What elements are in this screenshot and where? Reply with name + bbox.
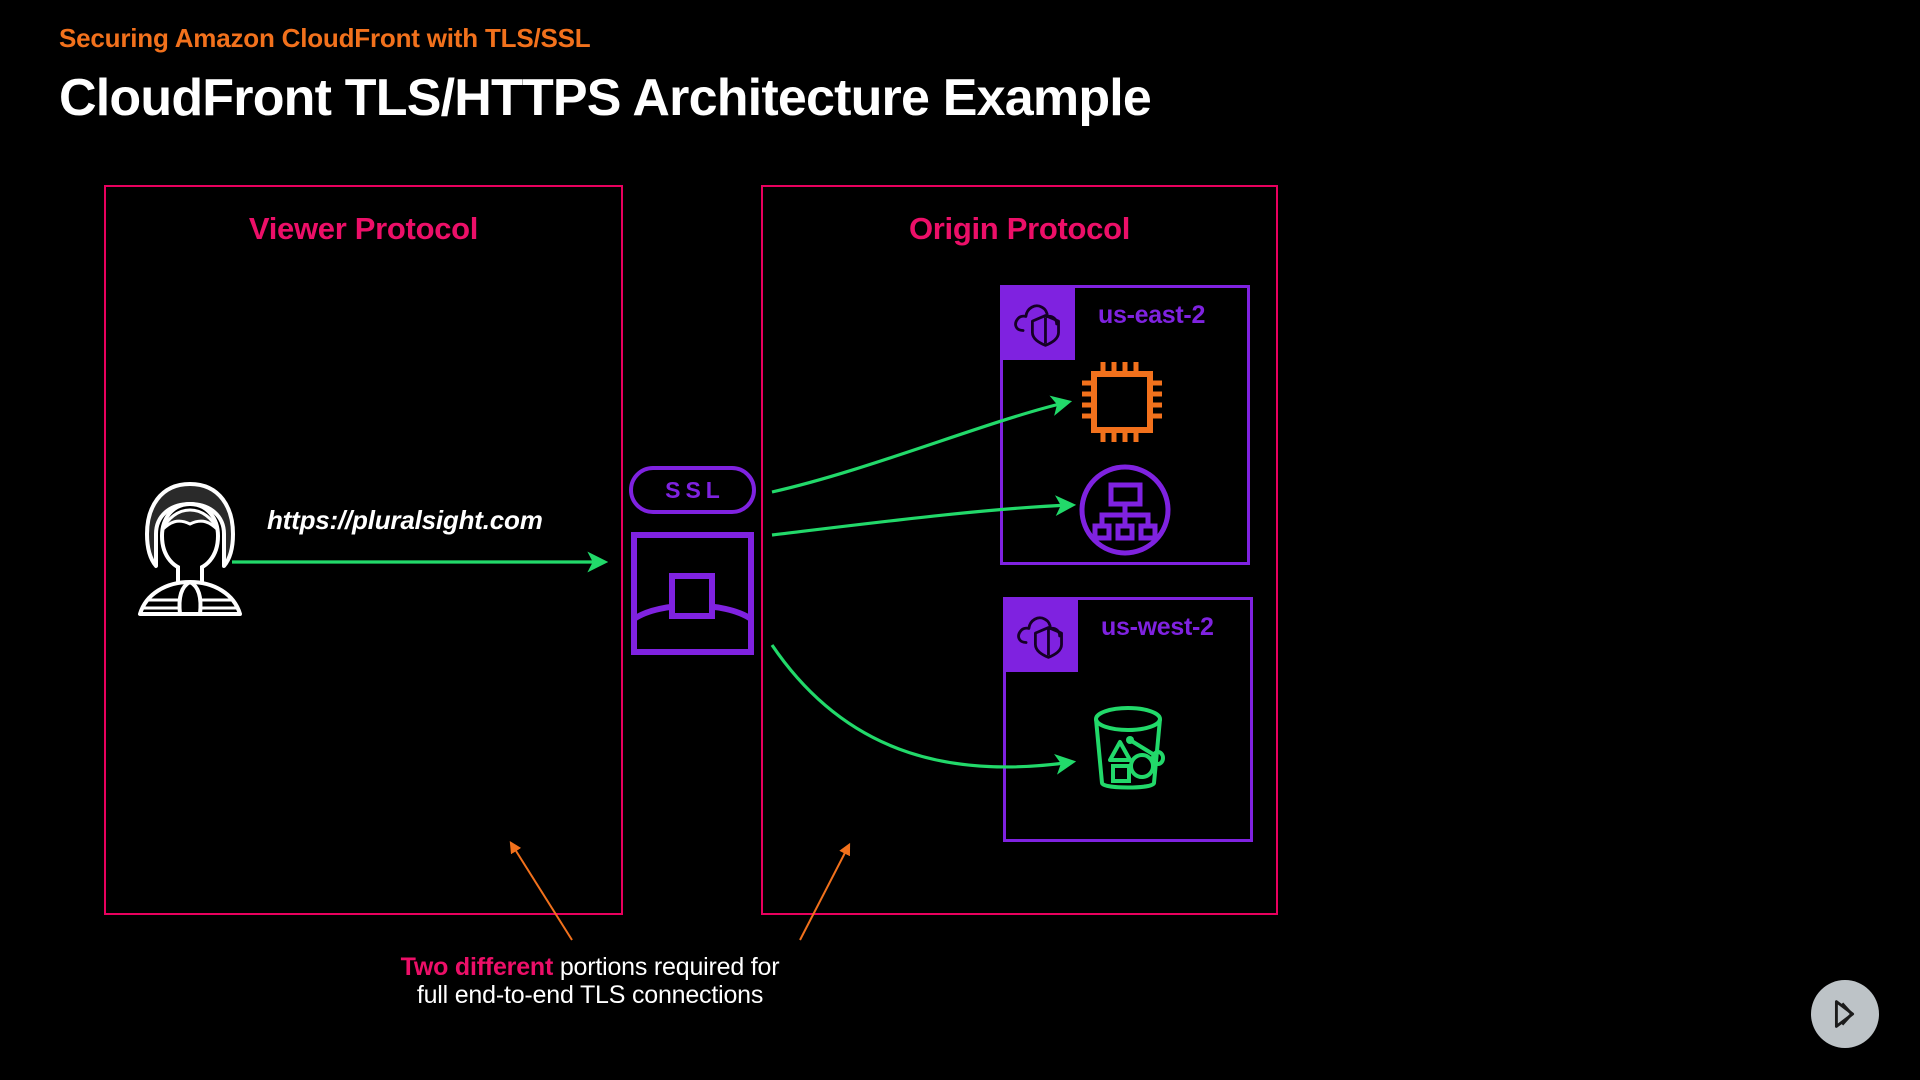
s3-bucket-icon xyxy=(1078,700,1178,800)
person-avatar-icon xyxy=(120,478,260,618)
viewer-protocol-panel: Viewer Protocol xyxy=(104,185,623,915)
ec2-chip-icon xyxy=(1074,354,1170,450)
origin-protocol-panel: Origin Protocol xyxy=(761,185,1278,915)
ssl-badge: SSL xyxy=(629,466,756,514)
viewer-url-label: https://pluralsight.com xyxy=(267,505,543,535)
annotation-line2: full end-to-end TLS connections xyxy=(416,981,764,1009)
annotation-line1-rest: portions required for xyxy=(553,953,780,981)
viewer-protocol-title: Viewer Protocol xyxy=(248,211,479,246)
annotation-caption: Two different portions required for full… xyxy=(330,953,850,1009)
ssl-badge-label: SSL xyxy=(665,476,725,503)
page-title: CloudFront TLS/HTTPS Architecture Exampl… xyxy=(59,69,1152,127)
slide-kicker: Securing Amazon CloudFront with TLS/SSL xyxy=(59,23,591,53)
cloud-shield-icon xyxy=(1003,597,1078,672)
origin-protocol-title: Origin Protocol xyxy=(908,211,1131,246)
cloud-shield-icon xyxy=(1000,285,1075,360)
pluralsight-play-icon[interactable] xyxy=(1811,980,1879,1048)
cloudfront-distribution-icon xyxy=(630,531,755,656)
annotation-highlight: Two different xyxy=(400,953,554,981)
load-balancer-icon xyxy=(1078,463,1172,557)
region-name-us-east-2: us-east-2 xyxy=(1098,301,1206,329)
region-name-us-west-2: us-west-2 xyxy=(1101,613,1214,641)
